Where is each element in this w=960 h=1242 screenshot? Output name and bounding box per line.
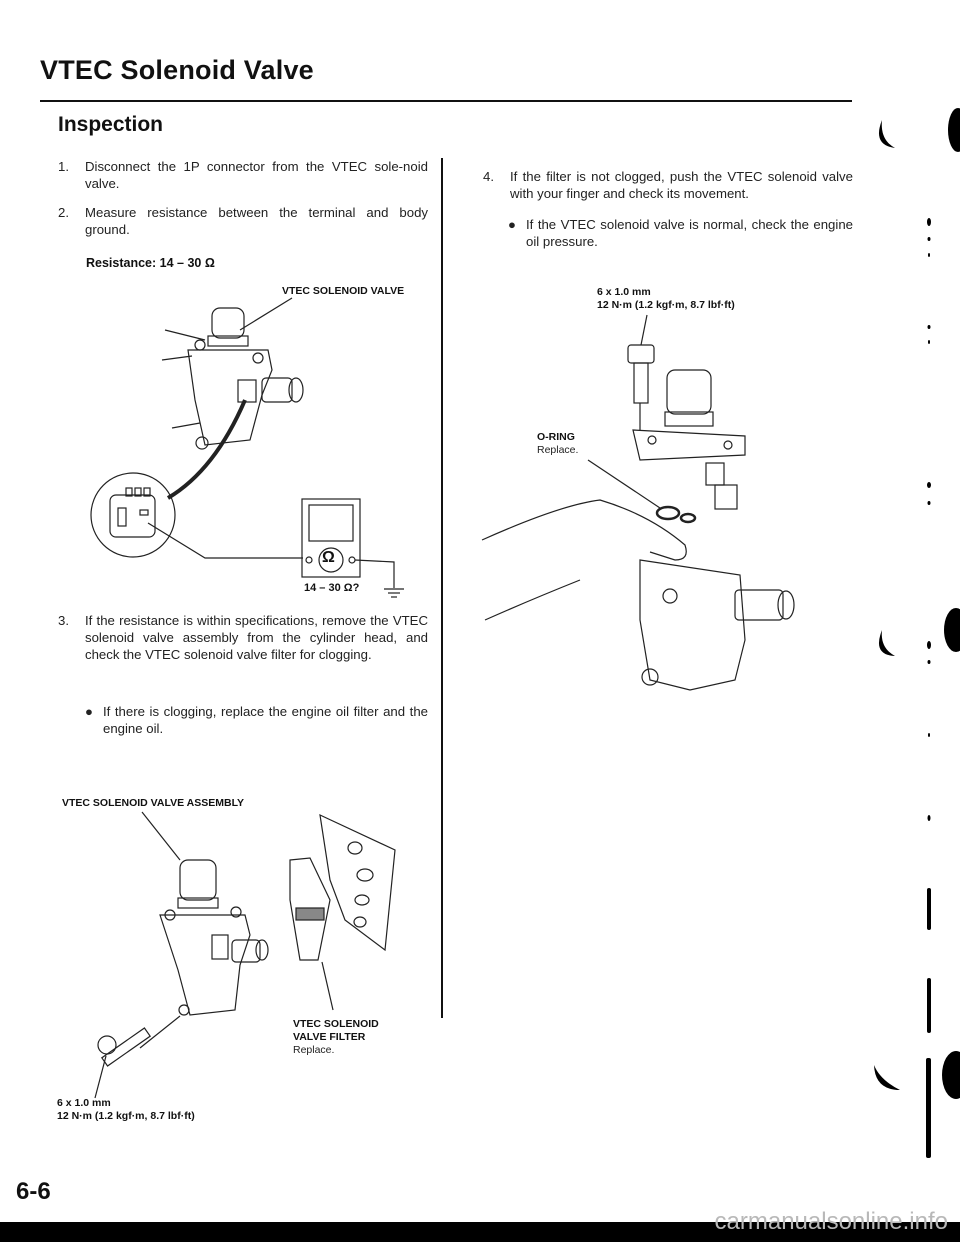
step-3: 3. If the resistance is within specifica…	[58, 612, 428, 692]
binder-hole-mark	[878, 120, 895, 148]
page-number: 6-6	[16, 1178, 51, 1205]
label-filter-2: VALVE FILTER	[293, 1031, 366, 1043]
step-4: 4. If the filter is not clogged, push th…	[483, 168, 853, 208]
step-number: 4.	[483, 169, 494, 184]
column-divider	[441, 158, 443, 1018]
valve-filter	[289, 857, 331, 961]
step-number: 3.	[58, 613, 69, 628]
meter-display	[308, 504, 354, 542]
valve-body	[639, 559, 746, 691]
oring-icon	[655, 505, 681, 521]
solenoid-cap	[179, 859, 217, 901]
wire-harness	[166, 399, 247, 500]
valve-body	[159, 914, 251, 1016]
cylinder-head-section	[319, 813, 396, 952]
bullet-icon: ●	[85, 704, 93, 719]
label-valve-assembly: VTEC SOLENOID VALVE ASSEMBLY	[62, 797, 245, 809]
page-title: VTEC Solenoid Valve	[40, 55, 314, 85]
leader-line	[239, 297, 293, 331]
step-number: 2.	[58, 205, 69, 220]
label-oring: O-RING	[537, 431, 575, 443]
label-oring-note: Replace.	[537, 444, 579, 456]
watermark[interactable]: carmanualsonline.info	[714, 1208, 948, 1235]
step-text: If the filter is not clogged, push the V…	[510, 169, 853, 201]
solenoid-cap	[666, 369, 712, 415]
label-filter-note: Replace.	[293, 1044, 335, 1056]
bolt-line	[139, 1015, 181, 1049]
resistance-spec: Resistance: 14 – 30 Ω	[86, 256, 215, 270]
finger	[481, 499, 687, 561]
valve-flange	[632, 429, 746, 461]
ohmmeter	[301, 498, 361, 578]
bolt-torque: 12 N·m (1.2 kgf·m, 8.7 lbf·ft)	[57, 1110, 195, 1122]
step-text: Disconnect the 1P connector from the VTE…	[85, 159, 428, 191]
valve-body	[187, 349, 273, 446]
label-vtec-solenoid-valve: VTEC SOLENOID VALVE	[282, 285, 405, 297]
footer-bar	[0, 1222, 960, 1242]
step-text: Measure resistance between the terminal …	[85, 205, 428, 237]
solenoid-cap	[211, 307, 245, 339]
meter-reading: 14 – 30 Ω?	[304, 582, 360, 594]
step-2: 2. Measure resistance between the termin…	[58, 204, 428, 244]
bullet-icon: ●	[508, 217, 516, 232]
label-filter-1: VTEC SOLENOID	[293, 1018, 379, 1030]
filter-leader	[321, 961, 334, 1011]
ohm-icon: Ω	[322, 549, 335, 566]
step-1: 1. Disconnect the 1P connector from the …	[58, 158, 428, 198]
leader-line	[141, 811, 181, 861]
step-number: 1.	[58, 159, 69, 174]
bullet-oil-pressure: ● If the VTEC solenoid valve is normal, …	[508, 217, 853, 249]
bolt-size-right: 6 x 1.0 mm	[597, 286, 651, 298]
bullet-clogging: ● If there is clogging, replace the engi…	[85, 704, 428, 736]
connector-detail-circle	[90, 472, 176, 558]
section-heading: Inspection	[58, 113, 164, 136]
title-rule	[40, 100, 852, 102]
bolt-torque-right: 12 N·m (1.2 kgf·m, 8.7 lbf·ft)	[597, 299, 735, 311]
connector	[237, 379, 257, 403]
step-text: If the resistance is within specificatio…	[85, 613, 428, 662]
leader-line	[640, 314, 648, 346]
bolt-size: 6 x 1.0 mm	[57, 1097, 111, 1109]
probe-wire	[147, 522, 303, 559]
